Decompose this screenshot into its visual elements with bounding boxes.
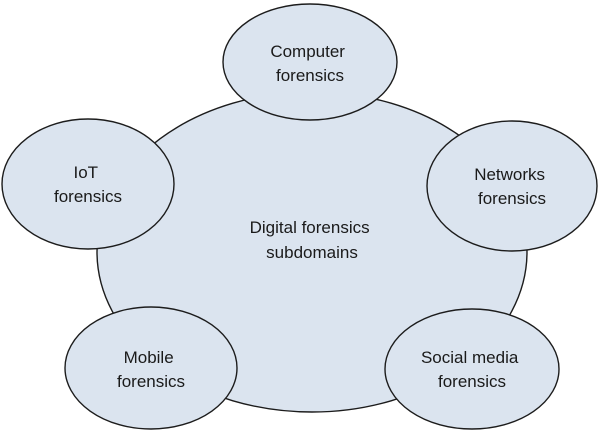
center-label-line2: subdomains (266, 243, 358, 262)
node-mobile-forensics: Mobile forensics (64, 306, 238, 430)
networks-forensics-ellipse (426, 120, 598, 252)
iot-forensics-line2: forensics (54, 187, 122, 206)
social-media-forensics-line1: Social media (421, 348, 519, 367)
networks-forensics-line2: forensics (478, 189, 546, 208)
iot-forensics-line1: IoT (74, 163, 98, 182)
mobile-forensics-line2: forensics (117, 372, 185, 391)
center-label-line1: Digital forensics (250, 218, 370, 237)
mobile-forensics-label: Mobile forensics (117, 348, 185, 391)
computer-forensics-label: Computer forensics (270, 42, 349, 85)
networks-forensics-line1: Networks (474, 165, 545, 184)
node-computer-forensics: Computer forensics (222, 3, 398, 121)
computer-forensics-ellipse (222, 3, 398, 121)
computer-forensics-line1: Computer (270, 42, 345, 61)
social-media-forensics-label: Social media forensics (421, 348, 523, 391)
iot-forensics-label: IoT forensics (54, 163, 122, 206)
iot-forensics-ellipse (1, 118, 175, 250)
mobile-forensics-ellipse (64, 306, 238, 430)
center-label: Digital forensics subdomains (250, 218, 375, 262)
mobile-forensics-line1: Mobile (124, 348, 174, 367)
node-iot-forensics: IoT forensics (1, 118, 175, 250)
networks-forensics-label: Networks forensics (474, 165, 550, 208)
social-media-forensics-line2: forensics (438, 372, 506, 391)
computer-forensics-line2: forensics (276, 66, 344, 85)
social-media-forensics-ellipse (384, 308, 560, 430)
node-social-media-forensics: Social media forensics (384, 308, 560, 430)
node-networks-forensics: Networks forensics (426, 120, 598, 252)
